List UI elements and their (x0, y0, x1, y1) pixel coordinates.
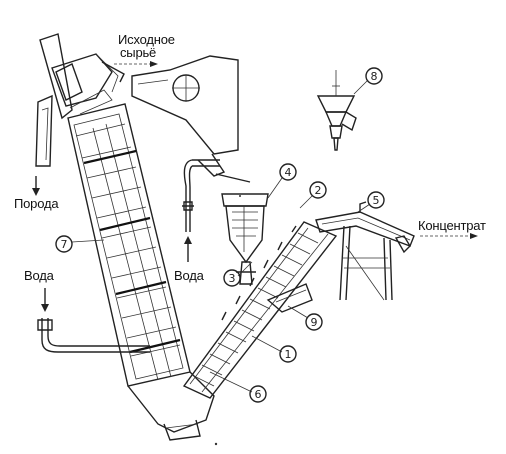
callout-3: 3 (229, 272, 236, 285)
label-source-line1: Исходное (118, 32, 175, 47)
label-water-center: Вода (174, 268, 204, 283)
dewatering-screen-5 (315, 201, 415, 301)
callout-5: 5 (373, 194, 380, 207)
callout-6: 6 (255, 388, 262, 401)
callout-2: 2 (315, 184, 322, 197)
feed-hopper-unit (131, 55, 251, 183)
callout-1: 1 (285, 348, 292, 361)
inclined-dewatering-elevator (35, 33, 215, 441)
reagent-feeder-8 (316, 70, 357, 151)
callout-8: 8 (371, 70, 378, 83)
label-source-line2: сырьё (120, 45, 157, 60)
water-supply-pipe-center (182, 159, 220, 232)
label-source-material: Исходное сырьё (118, 33, 175, 59)
water-supply-pipe-left (37, 318, 150, 353)
label-water-left: Вода (24, 268, 54, 283)
flow-arrows (32, 61, 478, 312)
inclined-screw-classifier-1 (182, 221, 338, 399)
callout-markers: 1 2 3 4 5 6 7 8 9 (55, 67, 385, 403)
hydrocyclone-4 (221, 193, 269, 285)
callout-7: 7 (61, 238, 68, 251)
label-concentrate: Концентрат (418, 218, 486, 233)
callout-9: 9 (311, 316, 318, 329)
callout-4: 4 (285, 166, 292, 179)
label-waste-rock: Порода (14, 196, 59, 211)
